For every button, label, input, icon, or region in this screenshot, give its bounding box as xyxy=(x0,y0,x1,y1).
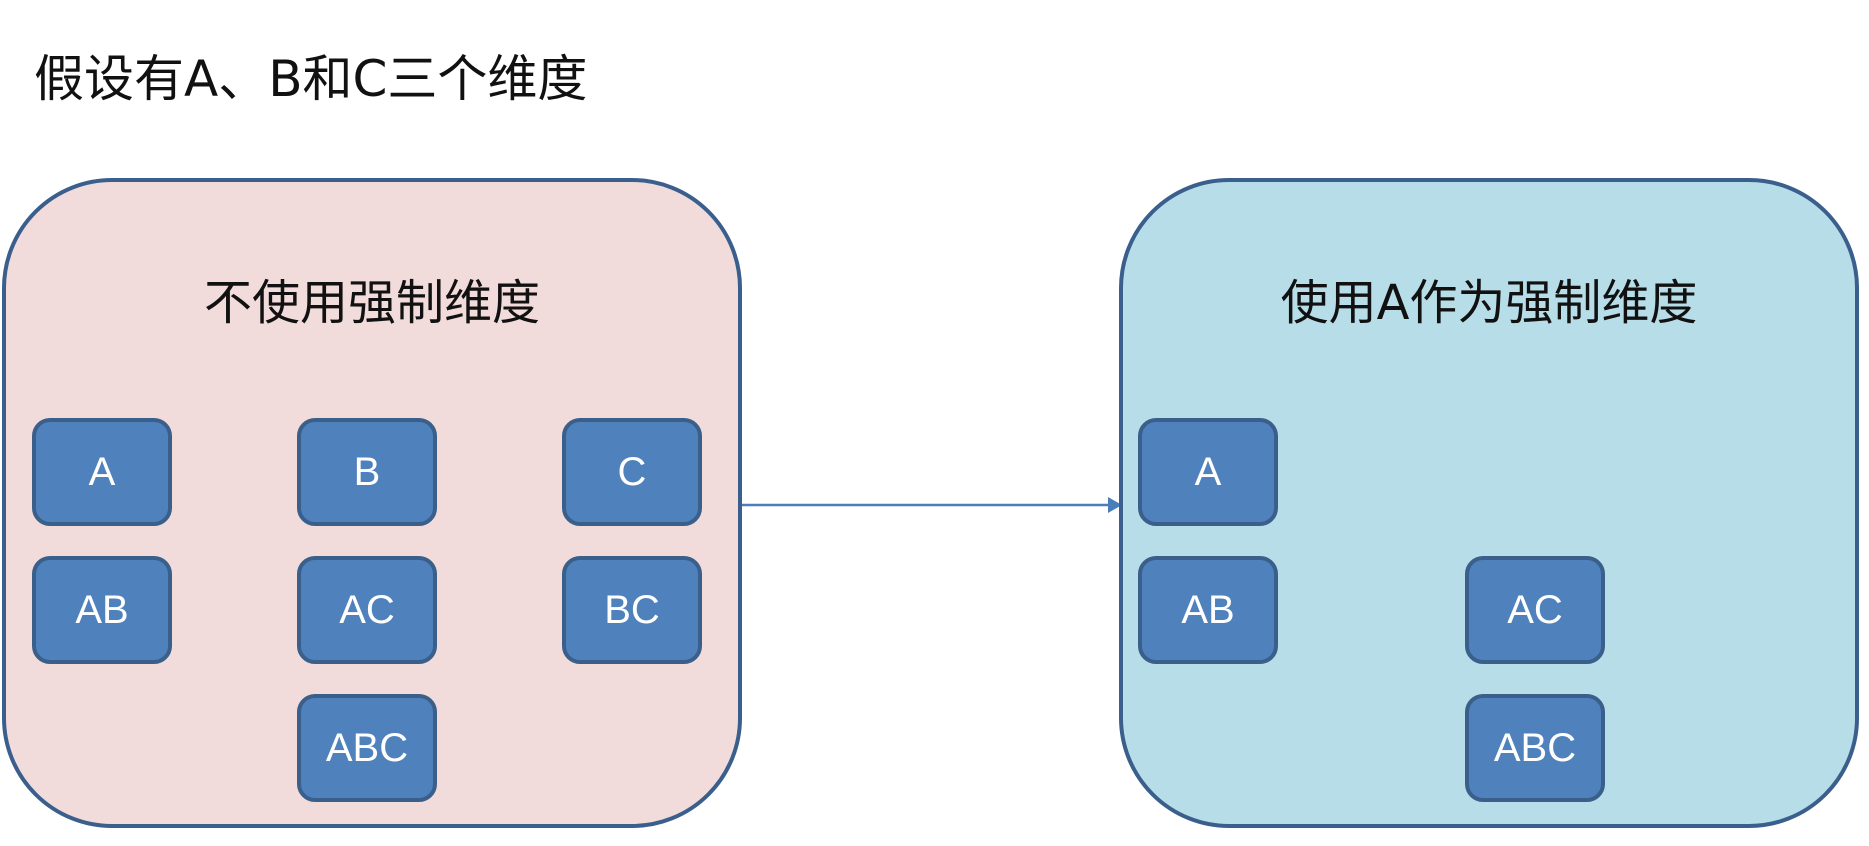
node-bc: BC xyxy=(562,556,702,664)
arrow-connector xyxy=(742,497,1122,513)
panel-title-left: 不使用强制维度 xyxy=(203,275,540,331)
node-ab: AB xyxy=(32,556,172,664)
node-a: A xyxy=(1138,418,1278,526)
node-a: A xyxy=(32,418,172,526)
page-title: 假设有A、B和C三个维度 xyxy=(34,50,588,108)
node-abc: ABC xyxy=(297,694,437,802)
node-b: B xyxy=(297,418,437,526)
arrow-head-icon xyxy=(1108,497,1122,513)
panel-title-right: 使用A作为强制维度 xyxy=(1280,275,1698,331)
panel-no-mandatory-dimension: 不使用强制维度 A B C AB AC BC ABC xyxy=(2,178,742,828)
node-c: C xyxy=(562,418,702,526)
node-abc: ABC xyxy=(1465,694,1605,802)
node-ac: AC xyxy=(1465,556,1605,664)
node-ab: AB xyxy=(1138,556,1278,664)
panel-mandatory-dimension-a: 使用A作为强制维度 A AB AC ABC xyxy=(1119,178,1859,828)
node-ac: AC xyxy=(297,556,437,664)
